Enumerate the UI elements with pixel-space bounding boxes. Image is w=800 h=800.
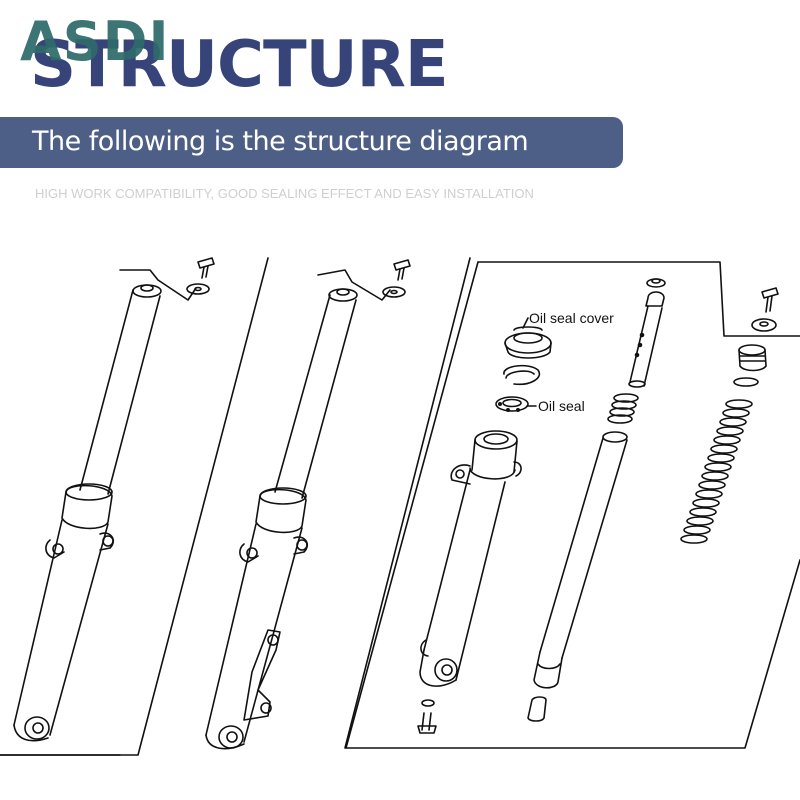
outer-tube-part xyxy=(419,430,522,687)
collar-top-2 xyxy=(259,487,307,505)
top-bolt-part xyxy=(751,287,779,332)
mount-hole-2b xyxy=(296,539,308,551)
bracket-2 xyxy=(243,629,281,721)
bolt-2 xyxy=(382,259,411,298)
oil-seal-cover-part xyxy=(504,326,552,359)
page-title: STRUCTURE xyxy=(30,28,449,102)
oil-seal-label: Oil seal xyxy=(538,398,585,414)
drain-bolt-part xyxy=(417,699,437,734)
foot-1 xyxy=(13,724,49,742)
circlip-part xyxy=(503,364,541,386)
axle-hole-1 xyxy=(32,722,44,734)
bolt-1 xyxy=(186,257,215,295)
title-banner: The following is the structure diagram xyxy=(0,117,623,168)
oil-seal-cover-label: Oil seal cover xyxy=(529,310,614,326)
tube-cap-inner-1 xyxy=(140,284,154,292)
inner-tube-part xyxy=(533,431,628,689)
collar-1 xyxy=(61,484,113,530)
bracket-hole-2a xyxy=(267,634,279,646)
fork-cap-part xyxy=(738,344,767,372)
upper-tube-1 xyxy=(79,289,161,495)
main-spring-part xyxy=(680,399,753,544)
damper-rod-part xyxy=(628,278,666,388)
o-ring-part xyxy=(733,377,759,387)
panel-1-border xyxy=(0,257,269,756)
collar-top-1 xyxy=(65,483,113,501)
subtitle: HIGH WORK COMPATIBILITY, GOOD SEALING EF… xyxy=(35,186,534,201)
axle-boss-1 xyxy=(24,716,50,740)
collar-2 xyxy=(255,488,307,534)
rebound-spring-part xyxy=(607,393,639,424)
panel-3-border xyxy=(345,261,800,749)
panel-2-border xyxy=(317,257,471,749)
panel-exploded-view: Oil seal cover Oil seal xyxy=(345,261,800,749)
mount-hole-1a xyxy=(52,543,64,555)
axle-boss-2 xyxy=(218,725,244,749)
oil-seal-cover-leader xyxy=(522,317,529,329)
oil-seal-part xyxy=(495,396,529,412)
upper-tube-2 xyxy=(274,294,357,499)
axle-hole-2 xyxy=(226,731,238,743)
mount-hole-2a xyxy=(246,547,258,559)
foot-2 xyxy=(205,734,245,750)
bushing-part xyxy=(527,696,547,722)
banner-text: The following is the structure diagram xyxy=(32,126,529,157)
brand-watermark: ASDI xyxy=(20,10,170,73)
lower-leg-1 xyxy=(13,519,109,736)
panel-assembled-fork-2 xyxy=(205,257,471,750)
mount-hole-1b xyxy=(102,535,114,547)
panel-assembled-fork-1 xyxy=(0,257,269,756)
tube-cap-inner-2 xyxy=(336,288,350,296)
bracket-hole-2b xyxy=(260,702,272,714)
